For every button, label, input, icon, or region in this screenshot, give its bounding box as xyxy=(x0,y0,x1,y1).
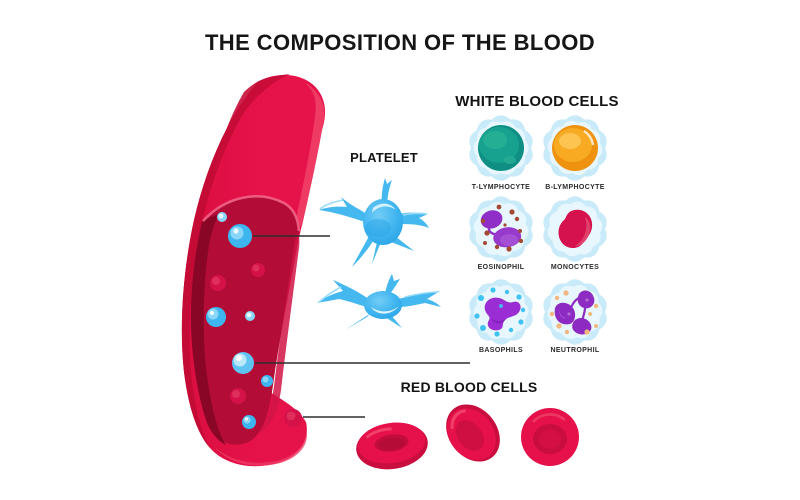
wbc-eosinophil xyxy=(465,192,537,266)
red-blood-cell-2 xyxy=(446,404,500,462)
wbc-label-b-lymphocyte: B-LYMPHOCYTE xyxy=(545,184,605,191)
vessel-interior-right-sheen xyxy=(258,232,300,434)
wbc-neutrophil xyxy=(542,278,608,346)
white-blood-cells-heading: WHITE BLOOD CELLS xyxy=(455,93,619,110)
red-cell-dots xyxy=(210,263,302,427)
wbc-label-monocytes: MONOCYTES xyxy=(550,264,600,271)
red-blood-cell-3 xyxy=(521,408,579,466)
blood-vessel-illustration xyxy=(181,74,326,467)
wbc-label-neutrophil: NEUTROPHIL xyxy=(550,347,600,354)
vessel-interior-shadow xyxy=(190,214,226,445)
wbc-monocytes xyxy=(543,196,607,262)
red-blood-cell-1 xyxy=(356,422,428,470)
platelet-dots xyxy=(206,212,273,429)
vessel-rim-edge xyxy=(202,195,301,232)
wbc-label-eosinophil: EOSINOPHIL xyxy=(477,264,525,271)
red-blood-cells-heading: RED BLOOD CELLS xyxy=(400,379,538,395)
white-cell-dot xyxy=(232,352,254,374)
wbc-b-lymphocyte xyxy=(543,115,607,181)
wbc-label-basophils: BASOPHILS xyxy=(479,347,523,354)
wbc-t-lymphocyte xyxy=(467,113,535,183)
platelet-heading: PLATELET xyxy=(350,150,418,165)
platelet-cell-1 xyxy=(319,178,429,267)
wbc-label-t-lymphocyte: T-LYMPHOCYTE xyxy=(471,184,531,191)
vessel-pink-highlight xyxy=(295,84,325,226)
vessel-dark-band xyxy=(212,74,290,180)
page-title: THE COMPOSITION OF THE BLOOD xyxy=(204,30,596,55)
wbc-basophils xyxy=(466,277,536,347)
platelet-cell-2 xyxy=(317,274,441,330)
